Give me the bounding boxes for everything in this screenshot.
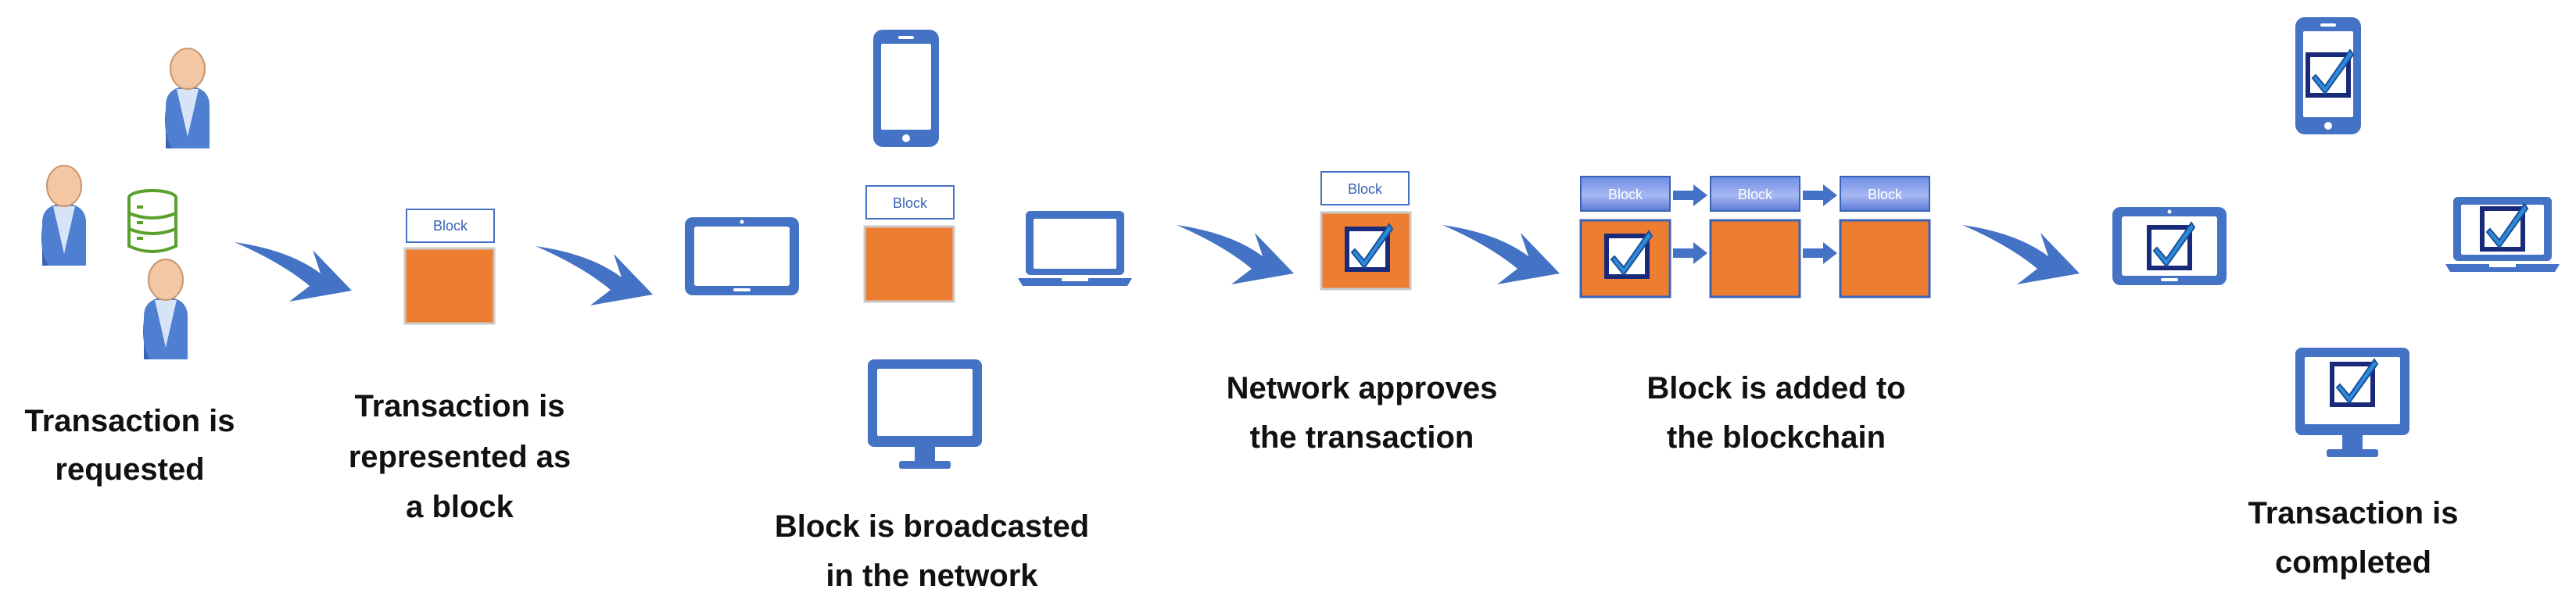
caption-line: Block is broadcasted — [775, 509, 1089, 544]
caption-line: Network approves — [1227, 371, 1498, 405]
caption-line: Transaction is — [25, 404, 235, 438]
block-icon: Block — [1320, 171, 1412, 291]
step-4-approve: Block Network approves the transaction — [1227, 171, 1498, 455]
arrow-right-icon — [1803, 242, 1837, 264]
checkbox-icon — [2149, 223, 2194, 268]
checkbox-icon — [2308, 50, 2353, 95]
step-3-broadcast: Block Block is broadcasted in the networ… — [685, 30, 1132, 593]
caption-line: the transaction — [1250, 420, 1474, 455]
block-label: Block — [1738, 187, 1773, 202]
block-label: Block — [1608, 187, 1643, 202]
user-icon — [41, 165, 87, 266]
database-icon — [127, 189, 177, 253]
checkbox-icon — [1347, 224, 1392, 270]
user-icon — [142, 259, 188, 360]
checkbox-icon — [2332, 359, 2377, 405]
curved-arrow-icon — [536, 246, 653, 305]
step-1-requested: Transaction is requested — [25, 48, 235, 487]
caption-line: Transaction is — [355, 389, 565, 423]
chain-block-2: Block — [1709, 176, 1801, 298]
step-2-block: Block Transaction is represented as a bl… — [349, 209, 571, 524]
caption-line: in the network — [826, 559, 1038, 593]
checkbox-icon — [1607, 231, 1652, 277]
arrow-right-icon — [1803, 184, 1837, 206]
block-label: Block — [1348, 181, 1383, 197]
block-label: Block — [893, 195, 928, 211]
user-icon — [164, 48, 210, 149]
laptop-icon — [1018, 211, 1132, 286]
arrow-right-icon — [1673, 242, 1707, 264]
chain-block-3: Block — [1839, 176, 1931, 298]
block-label: Block — [1868, 187, 1903, 202]
curved-arrow-icon — [235, 242, 352, 302]
caption-line: a block — [406, 490, 514, 524]
caption-line: requested — [55, 452, 204, 487]
tablet-icon — [685, 217, 799, 295]
monitor-icon — [868, 359, 982, 469]
caption-line: the blockchain — [1667, 420, 1886, 455]
step-6-completed: Transaction is completed — [2112, 17, 2560, 580]
block-label: Block — [433, 218, 468, 234]
step-5-chain: Block Block Block Block is added to the … — [1579, 176, 1931, 455]
caption-line: Block is added to — [1646, 371, 1905, 405]
block-icon: Block — [863, 185, 955, 303]
arrow-right-icon — [1673, 184, 1707, 206]
checkbox-icon — [2482, 204, 2528, 249]
caption-line: completed — [2275, 545, 2431, 580]
caption-line: represented as — [349, 440, 571, 474]
curved-arrow-icon — [1177, 225, 1294, 284]
block-icon: Block — [403, 209, 496, 325]
curved-arrow-icon — [1442, 225, 1560, 284]
phone-icon — [873, 30, 939, 147]
curved-arrow-icon — [1962, 225, 2080, 284]
caption-line: Transaction is — [2248, 496, 2459, 530]
